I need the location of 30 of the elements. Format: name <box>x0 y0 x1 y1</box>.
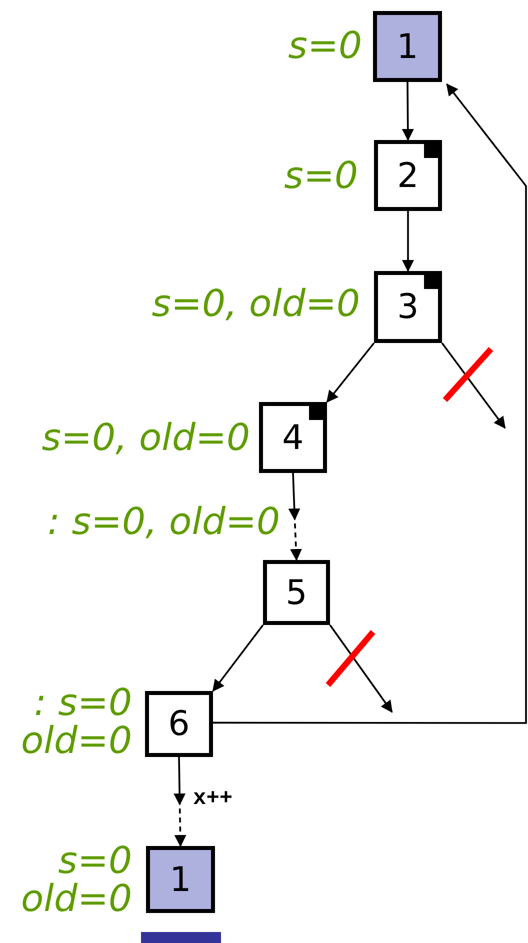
state-annotation: : s=0 old=0 <box>20 684 132 760</box>
state-box <box>145 691 213 757</box>
state-box <box>374 271 442 343</box>
state-box <box>374 140 442 211</box>
state-annotation: s=0, old=0 <box>152 285 360 323</box>
state-annotation: : s=0, old=0 <box>47 503 280 541</box>
arrow <box>326 342 375 403</box>
arrow <box>329 624 393 713</box>
state-box <box>263 560 330 625</box>
state-annotation: s=0 <box>284 157 358 195</box>
state-number: 2 <box>397 158 419 192</box>
state-number: 1 <box>396 30 418 64</box>
state-box <box>259 402 327 473</box>
arrow <box>174 756 186 846</box>
state-box <box>373 11 442 82</box>
state-annotation: s=0 <box>288 27 362 65</box>
state-number: 5 <box>286 576 308 610</box>
arrow <box>441 342 506 429</box>
state-number: 6 <box>168 707 190 741</box>
state-annotation: s=0, old=0 <box>42 419 250 457</box>
arrow <box>212 624 264 692</box>
arrow <box>402 82 414 141</box>
state-number: 4 <box>282 420 304 454</box>
arrow <box>213 83 527 724</box>
state-number: 1 <box>170 862 192 896</box>
arrow <box>402 211 414 272</box>
arrow <box>288 472 302 560</box>
state-number: 3 <box>397 290 419 324</box>
state-annotation: s=0 old=0 <box>20 842 132 918</box>
state-box <box>146 846 215 913</box>
